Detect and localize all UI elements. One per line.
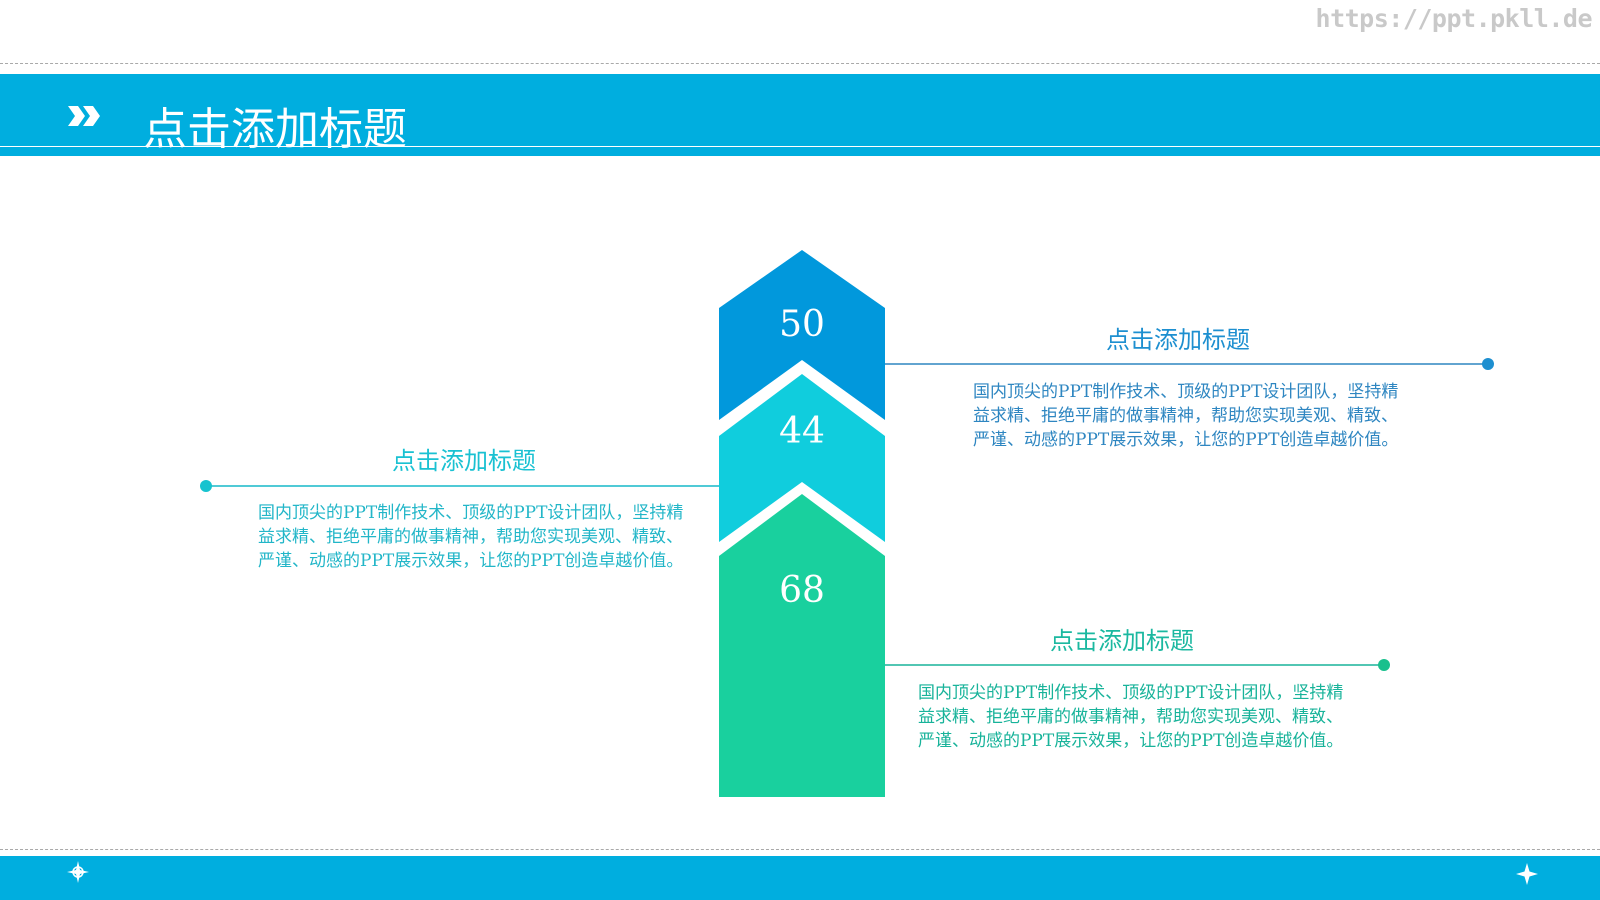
double-chevron-right-icon — [68, 106, 100, 126]
page-title[interactable]: 点击添加标题 — [143, 104, 407, 155]
connector-dot-right-bottom — [1378, 659, 1390, 671]
footer-bar — [0, 856, 1600, 900]
connector-dot-left-middle — [200, 480, 212, 492]
connector-dot-right-top — [1482, 358, 1494, 370]
bottom-dashed-divider — [0, 849, 1600, 850]
arrow-block-bottom — [719, 494, 885, 797]
callout-title-left-middle[interactable]: 点击添加标题 — [392, 447, 536, 475]
arrow-block-middle — [719, 374, 885, 542]
value-bottom: 68 — [779, 570, 825, 611]
top-dashed-divider — [0, 63, 1600, 64]
value-middle: 44 — [779, 411, 825, 452]
callout-title-right-top[interactable]: 点击添加标题 — [1106, 326, 1250, 354]
four-point-star-icon — [1516, 863, 1538, 885]
header-bar — [0, 74, 1600, 156]
callout-body-left-middle[interactable]: 国内顶尖的PPT制作技术、顶级的PPT设计团队，坚持精益求精、拒绝平庸的做事精神… — [258, 503, 684, 571]
arrow-block-top — [719, 250, 885, 420]
callout-title-right-bottom[interactable]: 点击添加标题 — [1050, 627, 1194, 655]
crosshair-star-icon — [67, 861, 89, 883]
callout-body-right-bottom[interactable]: 国内顶尖的PPT制作技术、顶级的PPT设计团队，坚持精益求精、拒绝平庸的做事精神… — [918, 683, 1344, 751]
callout-body-right-top[interactable]: 国内顶尖的PPT制作技术、顶级的PPT设计团队，坚持精益求精、拒绝平庸的做事精神… — [973, 382, 1399, 450]
value-top: 50 — [779, 304, 825, 345]
watermark-url: https://ppt.pkll.de — [1315, 4, 1593, 33]
